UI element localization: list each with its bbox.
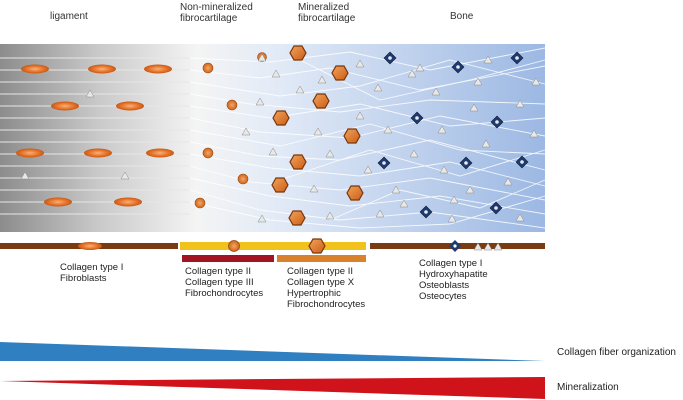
legend-item: Collagen type II	[185, 266, 252, 277]
fibroblast-cell	[88, 64, 116, 74]
fibrochondrocyte-cell	[202, 62, 214, 74]
legend-item: Fibrochondrocytes	[287, 299, 366, 310]
legend-item: Hydroxyhapatite	[419, 269, 488, 280]
fibrochondrocyte-icon	[228, 240, 240, 252]
hypertrophic-cell	[272, 110, 290, 126]
title-mineralized-line1: Mineralized	[298, 2, 350, 13]
legend-mineralized: Collagen type II Collagen type X Hypertr…	[287, 266, 365, 310]
legend-item: Collagen type II	[287, 266, 354, 277]
fibroblast-cell	[144, 64, 172, 74]
fibroblast-cell	[44, 197, 72, 207]
title-mineralized: Mineralized fibrocartilage	[298, 2, 355, 24]
hypertrophic-cell	[289, 45, 307, 61]
legend-item: Collagen type III	[185, 277, 254, 288]
legend-item: Fibroblasts	[60, 273, 107, 284]
collagen-organization-wedge	[0, 342, 545, 361]
bar-mineralized-under	[277, 255, 366, 262]
hypertrophic-icon	[308, 238, 326, 254]
legend-item: Osteocytes	[419, 291, 467, 302]
hypertrophic-cell	[346, 185, 364, 201]
osteoblast-highlights	[382, 56, 524, 214]
mineral-crystals	[20, 53, 541, 223]
bar-nonmineralized-under	[182, 255, 274, 262]
legend-bone: Collagen type I Hydroxyhapatite Osteobla…	[419, 258, 488, 302]
hypertrophic-cell	[288, 210, 306, 226]
legend-nonmineralized: Collagen type II Collagen type III Fibro…	[185, 266, 263, 299]
hypertrophic-fibrochondrocytes	[271, 45, 364, 226]
fibroblasts	[16, 64, 174, 207]
legend-item: Collagen type I	[419, 258, 483, 269]
title-ligament: ligament	[50, 11, 88, 22]
hypertrophic-cell	[271, 177, 289, 193]
hypertrophic-cell	[289, 154, 307, 170]
label-mineralization: Mineralization	[557, 382, 619, 393]
title-mineralized-line2: fibrocartilage	[298, 13, 356, 24]
fibroblast-cell	[16, 148, 44, 158]
fibroblast-cell	[51, 101, 79, 111]
fibroblast-cell	[146, 148, 174, 158]
legend-ligament: Collagen type I Fibroblasts	[60, 262, 123, 284]
title-nonmineralized-line2: fibrocartilage	[180, 13, 238, 24]
hypertrophic-cell	[312, 93, 330, 109]
hypertrophic-cell	[331, 65, 349, 81]
fibrochondrocyte-cell	[226, 99, 238, 111]
legend-item: Fibrochondrocytes	[185, 288, 264, 299]
legend-item: Collagen type I	[60, 262, 124, 273]
mineralization-wedge	[0, 377, 545, 399]
bar-nonmineralized	[180, 242, 366, 250]
fibroblast-cell	[116, 101, 144, 111]
title-nonmineralized: Non-mineralized fibrocartilage	[180, 2, 253, 24]
fibroblast-icon	[78, 242, 102, 250]
fibrochondrocyte-cell	[237, 173, 249, 185]
fibroblast-cell	[84, 148, 112, 158]
title-nonmineralized-line1: Non-mineralized	[180, 2, 253, 13]
title-bone: Bone	[450, 11, 474, 22]
legend-item: Hypertrophic	[287, 288, 341, 299]
fibroblast-cell	[114, 197, 142, 207]
label-collagen-organization: Collagen fiber organization	[557, 347, 676, 358]
mineral-icons	[473, 242, 503, 251]
fibrochondrocyte-cell	[194, 197, 206, 209]
legend-item: Collagen type X	[287, 277, 355, 288]
fibrochondrocyte-cell	[202, 147, 214, 159]
fibroblast-cell	[21, 64, 49, 74]
hypertrophic-cell	[343, 128, 361, 144]
legend-item: Osteoblasts	[419, 280, 470, 291]
